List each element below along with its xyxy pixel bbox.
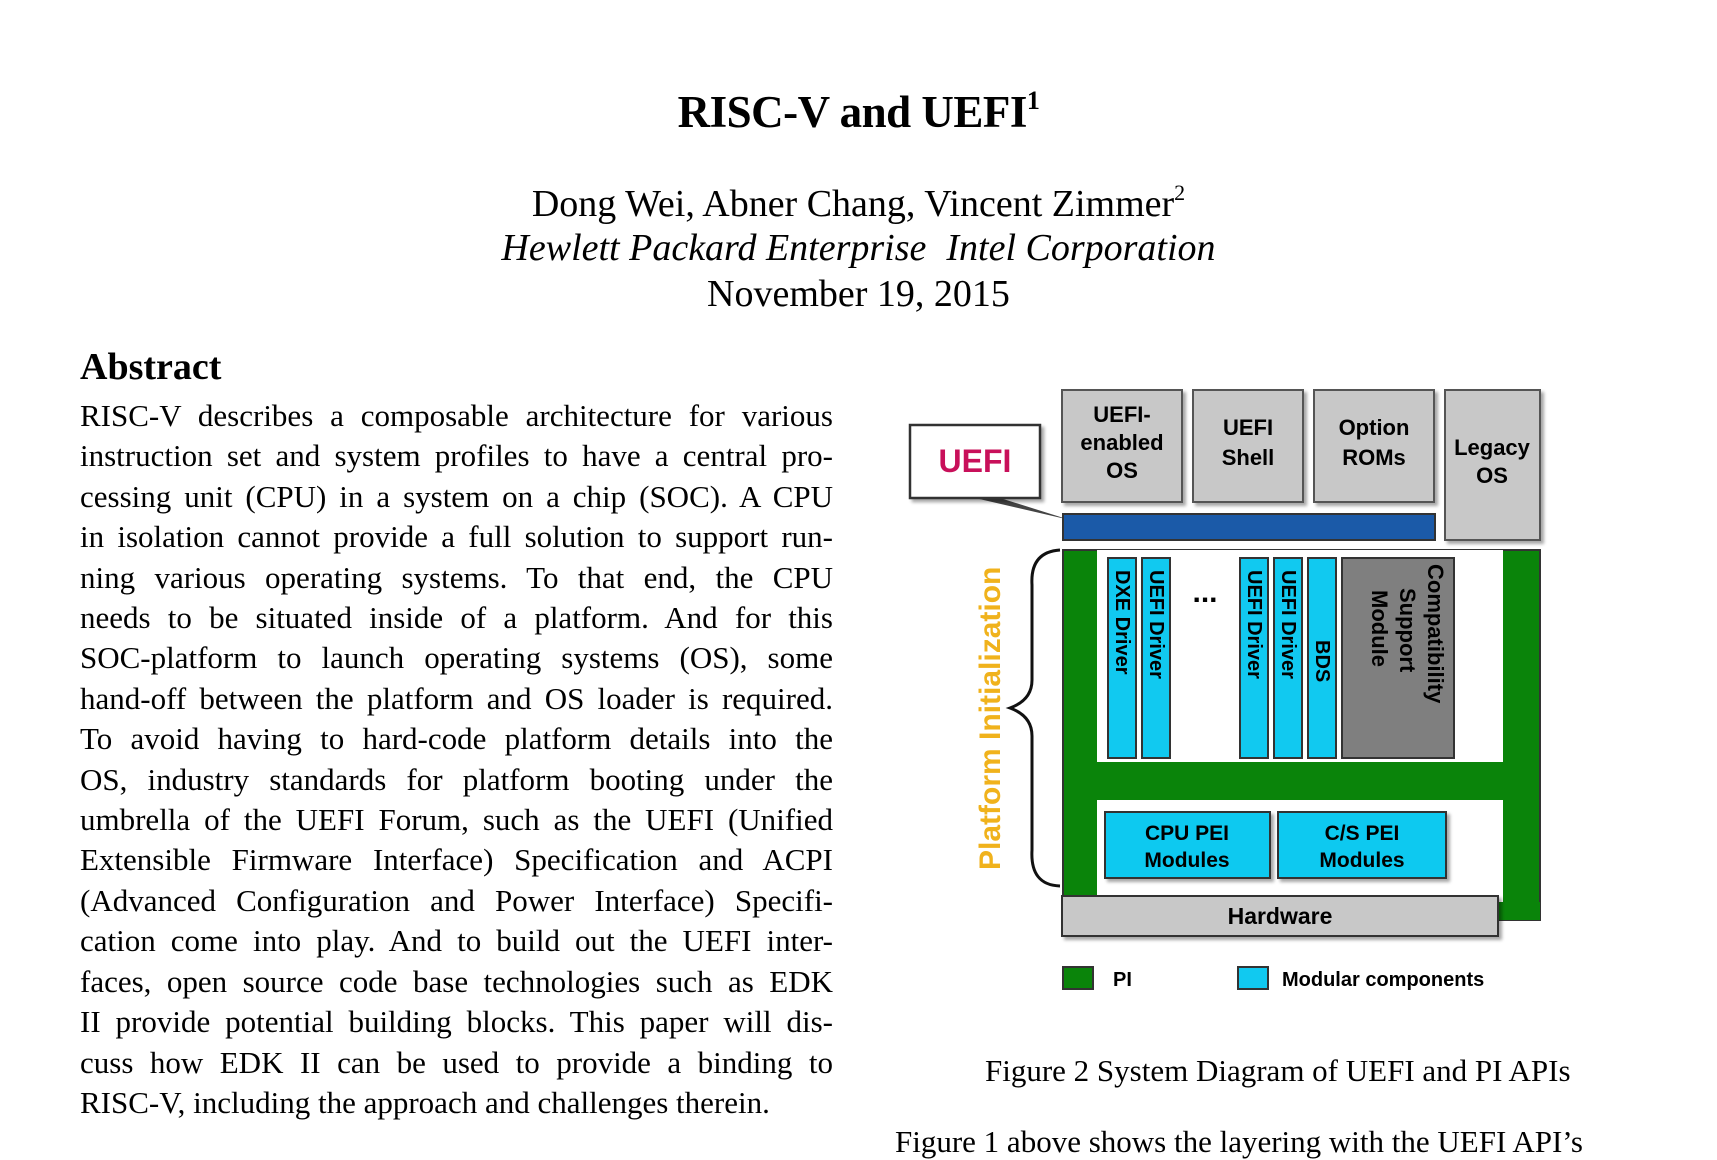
svg-text:DXE Driver: DXE Driver bbox=[1111, 570, 1133, 675]
abstract-line: OS, industry standards for platform boot… bbox=[80, 761, 833, 797]
abstract-line: in isolation cannot provide a full solut… bbox=[80, 519, 833, 555]
title-footnote-marker: 1 bbox=[1026, 86, 1040, 115]
abstract-line: faces, open source code base technologie… bbox=[80, 963, 833, 999]
uefi-api-bar bbox=[1062, 513, 1436, 541]
figure-caption: Figure 2 System Diagram of UEFI and PI A… bbox=[985, 1053, 1571, 1088]
abstract-line: ning various operating systems. To that … bbox=[80, 559, 833, 595]
abstract-line: SOC-platform to launch operating systems… bbox=[80, 640, 833, 676]
cs-pei-modules: C/S PEI Modules bbox=[1277, 811, 1447, 879]
driver-uefi-2: UEFI Driver bbox=[1239, 557, 1269, 759]
svg-text:ROMs: ROMs bbox=[1342, 445, 1406, 470]
system-diagram: UEFI- enabled OS UEFI Shell Option ROMs … bbox=[908, 389, 1541, 991]
svg-text:CPU PEI: CPU PEI bbox=[1145, 822, 1229, 845]
abstract-line: cessing unit (CPU) in a system on a chip… bbox=[80, 478, 833, 514]
csm-box: Compatibility Support Module bbox=[1341, 557, 1455, 759]
svg-text:UEFI-: UEFI- bbox=[1093, 402, 1150, 427]
svg-text:Support: Support bbox=[1395, 588, 1420, 673]
publication-date: November 19, 2015 bbox=[707, 273, 1010, 315]
svg-text:OS: OS bbox=[1106, 458, 1138, 483]
legend-swatch-pi bbox=[1062, 966, 1094, 990]
abstract-line: umbrella of the UEFI Forum, such as the … bbox=[80, 802, 833, 838]
svg-text:UEFI Driver: UEFI Driver bbox=[1145, 570, 1167, 679]
abstract-line: instruction set and system profiles to h… bbox=[80, 438, 833, 474]
pi-brace bbox=[1005, 548, 1061, 888]
abstract-body: RISC-V describes a composable architectu… bbox=[80, 396, 833, 1123]
abstract-line: cation come into play. And to build out … bbox=[80, 923, 833, 959]
affiliation-hpe: Hewlett Packard Enterprise bbox=[501, 227, 927, 269]
cpu-pei-modules: CPU PEI Modules bbox=[1104, 811, 1271, 879]
svg-text:Legacy: Legacy bbox=[1454, 435, 1531, 460]
abstract-line: hand-off between the platform and OS loa… bbox=[80, 680, 833, 716]
svg-text:Option: Option bbox=[1339, 415, 1410, 440]
driver-dxe: DXE Driver bbox=[1107, 557, 1137, 759]
svg-text:Shell: Shell bbox=[1222, 445, 1275, 470]
top-box-uefi-os: UEFI- enabled OS bbox=[1061, 389, 1183, 503]
authors-footnote-marker: 2 bbox=[1174, 180, 1186, 205]
svg-text:BDS: BDS bbox=[1311, 640, 1333, 682]
abstract-line: (Advanced Configuration and Power Interf… bbox=[80, 882, 833, 918]
abstract-line: II provide potential building blocks. Th… bbox=[80, 1004, 833, 1040]
abstract-line: RISC-V describes a composable architectu… bbox=[80, 398, 833, 433]
svg-text:UEFI: UEFI bbox=[1223, 415, 1273, 440]
svg-text:Hardware: Hardware bbox=[1228, 903, 1333, 929]
body-text-partial-line: Figure 1 above shows the layering with t… bbox=[895, 1124, 1583, 1159]
svg-text:UEFI Driver: UEFI Driver bbox=[1243, 570, 1265, 679]
abstract-line: cuss how EDK II can be used to provide a… bbox=[80, 1044, 833, 1080]
abstract-line: RISC-V, including the approach and chall… bbox=[80, 1084, 770, 1120]
uefi-callout: UEFI bbox=[908, 423, 1070, 520]
abstract-heading: Abstract bbox=[80, 346, 222, 388]
svg-text:UEFI Driver: UEFI Driver bbox=[1277, 570, 1299, 679]
platform-initialization-label: Platform Initialization bbox=[974, 567, 1007, 870]
driver-uefi-3: UEFI Driver bbox=[1273, 557, 1303, 759]
system-diagram-figure: UEFI- enabled OS UEFI Shell Option ROMs … bbox=[880, 370, 1560, 1040]
drivers-ellipsis: ... bbox=[1192, 576, 1217, 609]
legend-label-pi: PI bbox=[1113, 969, 1132, 991]
abstract-line: To avoid having to hard-code platform de… bbox=[80, 721, 833, 757]
top-box-option-roms: Option ROMs bbox=[1313, 389, 1435, 503]
hardware-box: Hardware bbox=[1061, 895, 1499, 937]
svg-text:C/S PEI: C/S PEI bbox=[1325, 822, 1400, 845]
affiliation-intel: Intel Corporation bbox=[946, 227, 1216, 269]
driver-bds: BDS bbox=[1307, 557, 1337, 759]
driver-uefi-1: UEFI Driver bbox=[1141, 557, 1171, 759]
svg-text:Module: Module bbox=[1367, 590, 1392, 667]
author-list: Dong Wei, Abner Chang, Vincent Zimmer2 bbox=[531, 180, 1186, 225]
top-box-uefi-shell: UEFI Shell bbox=[1192, 389, 1304, 503]
abstract-line: Extensible Firmware Interface) Specifica… bbox=[80, 842, 833, 878]
top-box-legacy-os: Legacy OS bbox=[1444, 389, 1541, 541]
svg-text:Modules: Modules bbox=[1319, 849, 1404, 872]
legend-swatch-modular bbox=[1237, 966, 1269, 990]
svg-text:Modules: Modules bbox=[1144, 849, 1229, 872]
affiliations: Hewlett Packard Enterprise Intel Corporat… bbox=[0, 226, 1717, 270]
svg-text:enabled: enabled bbox=[1080, 430, 1163, 455]
legend-label-modular: Modular components bbox=[1282, 969, 1484, 991]
svg-text:Compatibility: Compatibility bbox=[1423, 564, 1448, 704]
paper-title: RISC-V and UEFI1 bbox=[677, 86, 1040, 137]
svg-text:UEFI: UEFI bbox=[939, 443, 1012, 479]
abstract-line: needs to be situated inside of a platfor… bbox=[80, 600, 833, 636]
legend: PI Modular components bbox=[1062, 966, 1484, 991]
svg-text:OS: OS bbox=[1476, 463, 1508, 488]
